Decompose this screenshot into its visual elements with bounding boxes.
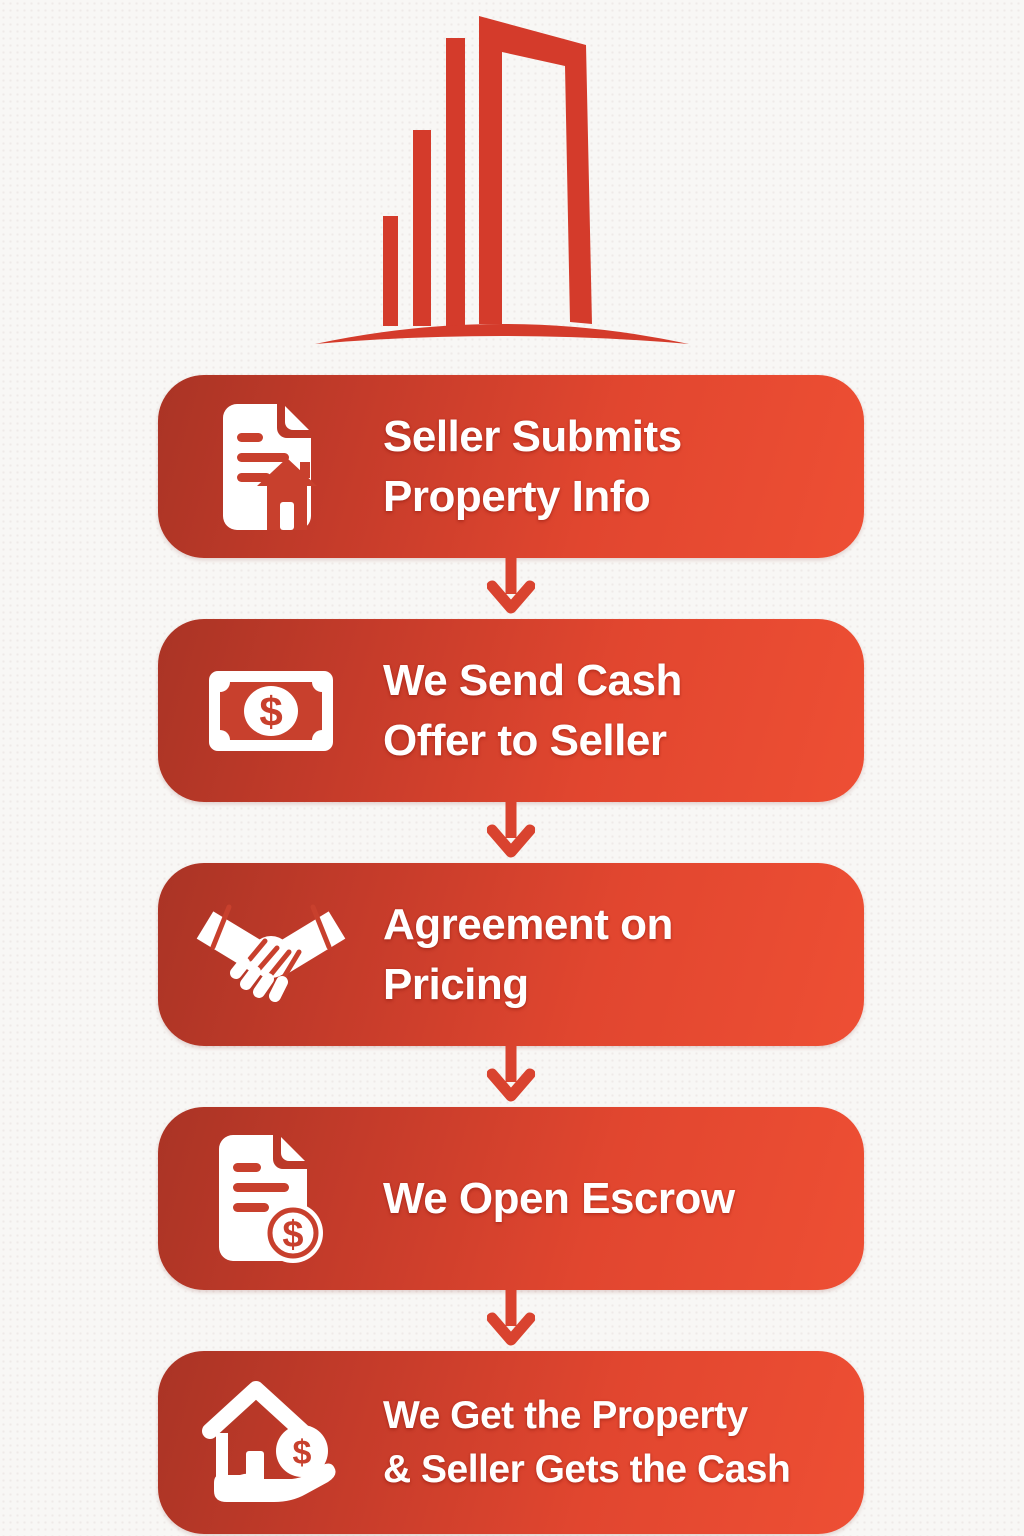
step-label-line2: Offer to Seller: [383, 715, 667, 765]
dollar-sign: $: [259, 688, 282, 735]
down-arrow-icon: [158, 558, 864, 619]
property-document-icon: [158, 402, 383, 532]
step-card-agreement: Agreement on Pricing: [158, 863, 864, 1046]
down-arrow-icon: [158, 1046, 864, 1107]
step-label: We Send Cash Offer to Seller: [383, 651, 864, 771]
buildings-skyline-logo-icon: [313, 16, 691, 350]
cash-offer-icon: $: [158, 670, 383, 752]
step-label: Agreement on Pricing: [383, 895, 864, 1015]
step-card-property-cash: $ We Get the Property & Seller Gets the …: [158, 1351, 864, 1534]
step-card-cash-offer: $ We Send Cash Offer to Seller: [158, 619, 864, 802]
house-cash-icon: $: [158, 1379, 383, 1507]
step-label-line2: Pricing: [383, 959, 529, 1009]
step-label-line1: We Send Cash: [383, 655, 682, 705]
dollar-sign: $: [282, 1214, 303, 1256]
step-label: We Open Escrow: [383, 1169, 864, 1229]
process-flow: Seller Submits Property Info: [158, 375, 864, 1534]
down-arrow-icon: [158, 802, 864, 863]
step-card-seller-submits: Seller Submits Property Info: [158, 375, 864, 558]
step-label-line1: We Open Escrow: [383, 1173, 735, 1223]
handshake-icon: [158, 903, 383, 1007]
step-label: Seller Submits Property Info: [383, 407, 864, 527]
step-label-line2: Property Info: [383, 471, 651, 521]
down-arrow-icon: [158, 1290, 864, 1351]
step-label-line2: & Seller Gets the Cash: [383, 1447, 791, 1491]
step-card-open-escrow: $ We Open Escrow: [158, 1107, 864, 1290]
escrow-document-icon: $: [158, 1133, 383, 1265]
step-label-line1: Agreement on: [383, 899, 673, 949]
dollar-sign: $: [292, 1434, 311, 1472]
step-label-line1: Seller Submits: [383, 411, 682, 461]
step-label-line1: We Get the Property: [383, 1393, 748, 1437]
step-label: We Get the Property & Seller Gets the Ca…: [383, 1389, 864, 1497]
